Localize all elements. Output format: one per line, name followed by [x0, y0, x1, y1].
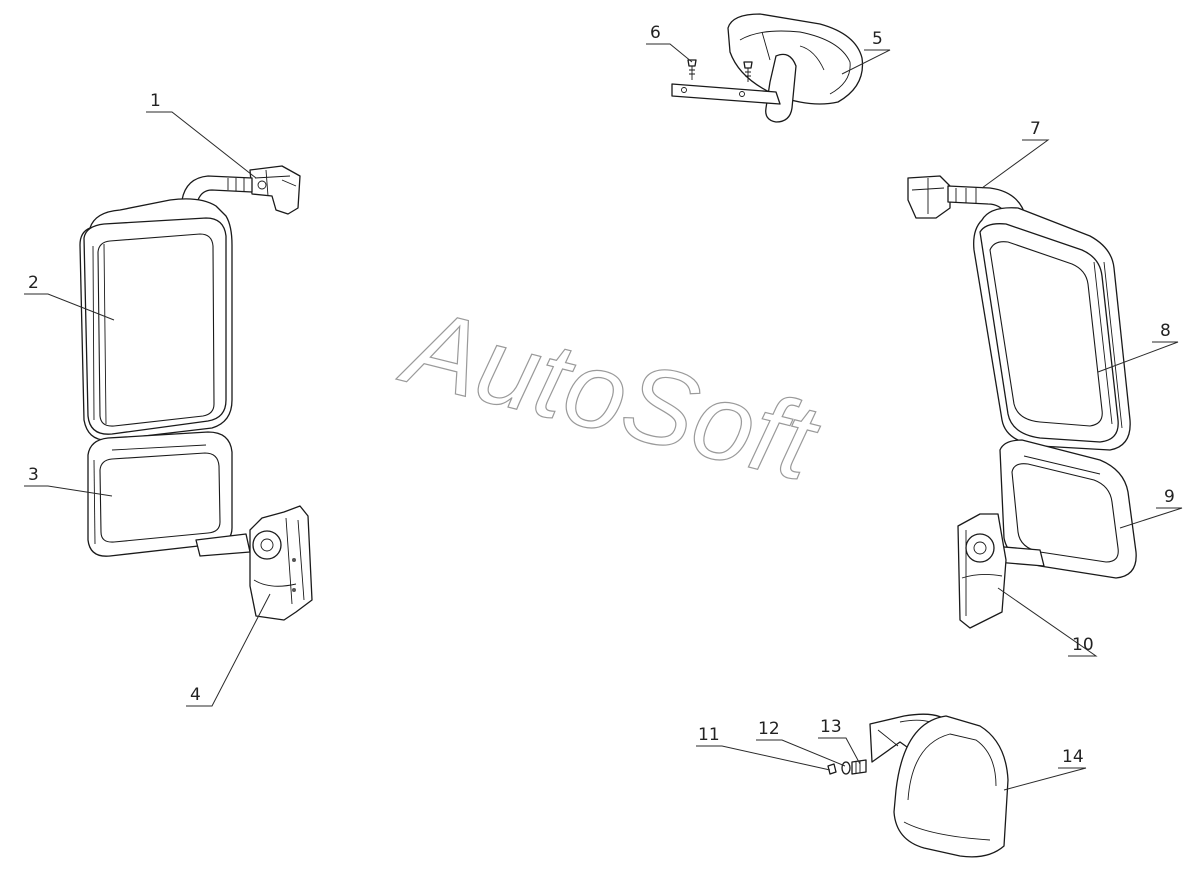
- callout-14: 14: [1062, 747, 1084, 767]
- callout-1: 1: [150, 91, 161, 111]
- right-mirror-assembly: [907, 175, 1137, 629]
- left-lower-mirror: [87, 431, 233, 557]
- washer: [841, 761, 851, 775]
- screws: [687, 59, 753, 82]
- left-mirror-assembly: [79, 165, 313, 621]
- nut: [827, 763, 837, 775]
- callout-7: 7: [1030, 119, 1041, 139]
- watermark-text: AutoSoft: [390, 284, 831, 504]
- left-upper-bracket: [179, 165, 301, 215]
- right-lower-bracket: [957, 513, 1045, 629]
- callout-5: 5: [872, 29, 883, 49]
- callout-10: 10: [1072, 635, 1094, 655]
- leader-lines: [24, 43, 1183, 791]
- callout-9: 9: [1164, 487, 1175, 507]
- interior-mirror-assembly: [671, 13, 864, 123]
- left-lower-bracket: [195, 505, 313, 621]
- left-main-mirror: [79, 198, 233, 441]
- callout-3: 3: [28, 465, 39, 485]
- callout-labels: 1 2 3 4 5 6 7 8 9 10 11 12 13 14: [28, 23, 1175, 767]
- callout-4: 4: [190, 685, 201, 705]
- callout-12: 12: [758, 719, 780, 739]
- callout-8: 8: [1160, 321, 1171, 341]
- right-main-mirror: [973, 207, 1131, 451]
- callout-11: 11: [698, 725, 720, 745]
- callout-6: 6: [650, 23, 661, 43]
- callout-13: 13: [820, 717, 842, 737]
- right-lower-mirror: [999, 439, 1137, 579]
- wide-angle-mirror-assembly: [827, 713, 1009, 858]
- callout-2: 2: [28, 273, 39, 293]
- bolt: [851, 759, 867, 775]
